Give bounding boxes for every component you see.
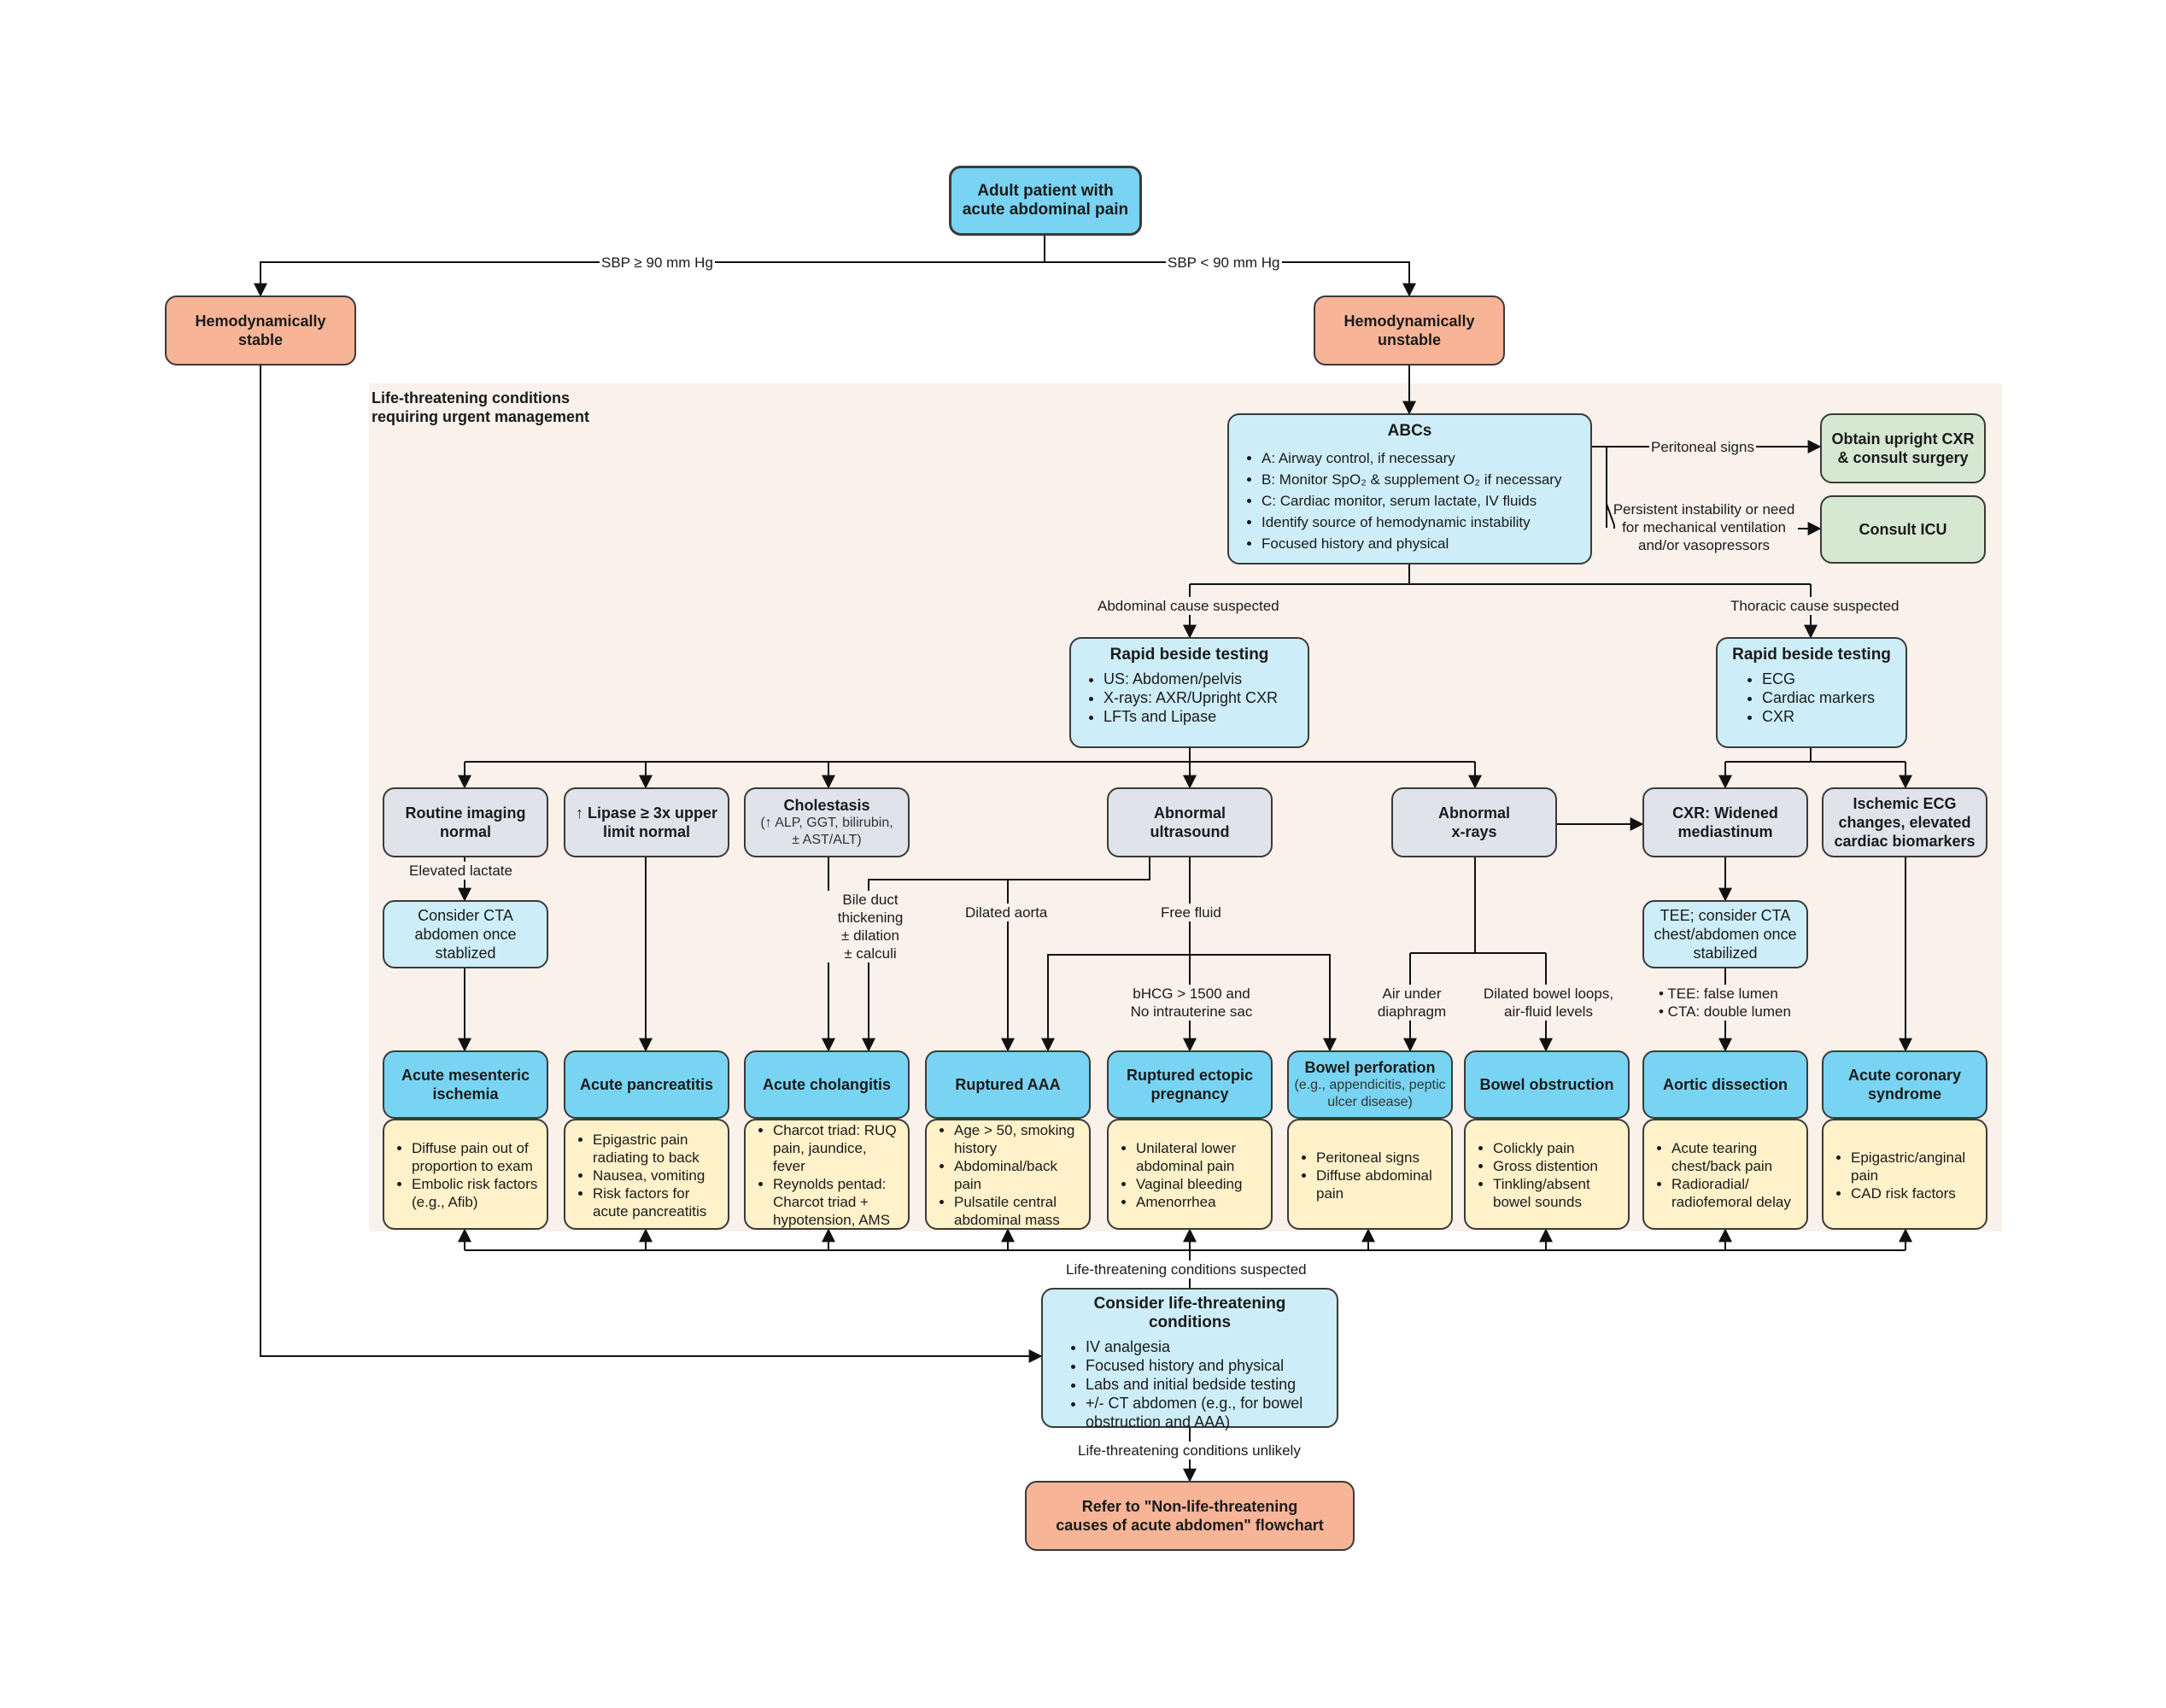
condition-acute-cholangitis: Acute cholangitis [744,1050,910,1119]
consider-life-threatening-node: Consider life-threatening conditions IV … [1041,1288,1338,1431]
detail-item: Vaginal bleeding [1136,1175,1262,1193]
abcs-item: A: Airway control, if necessary [1262,447,1561,469]
details-bowel-obstruction: Colickly pain Gross distention Tinkling/… [1464,1119,1630,1230]
condition-ruptured-aaa: Ruptured AAA [925,1050,1091,1119]
start-node: Adult patient with acute abdominal pain [949,166,1142,236]
detail-item: Embolic risk factors (e.g., Afib) [412,1175,538,1211]
consider-cta-node: Consider CTA abdomen once stablized [383,900,548,968]
detail-item: Pulsatile central abdominal mass [954,1193,1080,1229]
abcs-node: ABCs A: Airway control, if necessary B: … [1227,413,1592,564]
details-aortic-dissection: Acute tearing chest/back pain Radioradia… [1642,1119,1808,1230]
edge-label-thoracic: Thoracic cause suspected [1729,597,1901,615]
edge-label-air-under-diaphragm: Air under diaphragm [1370,985,1454,1021]
condition-acute-coronary-syndrome: Acute coronary syndrome [1822,1050,1987,1119]
condition-aortic-dissection: Aortic dissection [1642,1050,1808,1119]
edge-label-abdominal: Abdominal cause suspected [1096,597,1281,615]
detail-item: Epigastric/anginal pain [1851,1149,1977,1184]
details-acute-mesenteric-ischemia: Diffuse pain out of proportion to exam E… [383,1119,548,1230]
condition-acute-pancreatitis: Acute pancreatitis [564,1050,729,1119]
details-ruptured-aaa: Age > 50, smoking history Abdominal/back… [925,1119,1091,1230]
detail-item: Gross distention [1493,1157,1619,1175]
edge-label-tee-cta: • TEE: false lumen • CTA: double lumen [1657,985,1793,1021]
edge-label-suspected: Life-threatening conditions suspected [1064,1261,1308,1278]
consider-item: Labs and initial bedside testing [1086,1375,1328,1394]
finding-abnormal-ultrasound: Abnormal ultrasound [1107,787,1273,857]
edge-label-free-fluid: Free fluid [1159,904,1223,921]
condition-acute-mesenteric-ischemia: Acute mesenteric ischemia [383,1050,548,1119]
detail-item: Epigastric pain radiating to back [593,1131,719,1167]
abcs-item: Identify source of hemodynamic instabili… [1262,512,1561,533]
details-bowel-perforation: Peritoneal signs Diffuse abdominal pain [1287,1119,1453,1230]
finding-cholestasis: Cholestasis (↑ ALP, GGT, bilirubin, ± AS… [744,787,910,857]
rbt-thor-item: Cardiac markers [1762,688,1875,707]
consider-item: Focused history and physical [1086,1356,1328,1375]
details-ruptured-ectopic-pregnancy: Unilateral lower abdominal pain Vaginal … [1107,1119,1273,1230]
consider-item: +/- CT abdomen (e.g., for bowel obstruct… [1086,1394,1328,1431]
finding-imaging-normal: Routine imaging normal [383,787,548,857]
edge-label-sbp-stable: SBP ≥ 90 mm Hg [600,254,715,272]
detail-item: Risk factors for acute pancreatitis [593,1184,719,1220]
condition-bowel-obstruction: Bowel obstruction [1464,1050,1630,1119]
region-title: Life-threatening conditions requiring ur… [372,389,590,425]
detail-item: Diffuse abdominal pain [1316,1167,1443,1202]
abcs-item: C: Cardiac monitor, serum lactate, IV fl… [1262,490,1561,512]
detail-item: CAD risk factors [1851,1184,1977,1202]
hemodynamically-unstable-node: Hemodynamically unstable [1314,295,1505,366]
abcs-list: A: Airway control, if necessary B: Monit… [1239,447,1561,554]
refer-non-life-threatening-node: Refer to "Non-life-threatening causes of… [1025,1481,1355,1551]
detail-item: Unilateral lower abdominal pain [1136,1139,1262,1175]
detail-item: Abdominal/back pain [954,1157,1080,1193]
rbt-thor-item: ECG [1762,670,1875,688]
abcs-title: ABCs [1387,422,1432,440]
details-acute-pancreatitis: Epigastric pain radiating to back Nausea… [564,1119,729,1230]
consult-icu-node: Consult ICU [1820,495,1986,564]
detail-item: Peritoneal signs [1316,1149,1443,1167]
abcs-item: B: Monitor SpO₂ & supplement O₂ if neces… [1262,469,1561,490]
detail-item: Nausea, vomiting [593,1167,719,1184]
detail-item: Diffuse pain out of proportion to exam [412,1139,538,1175]
edge-label-dilated-bowel: Dilated bowel loops, air-fluid levels [1476,985,1621,1021]
rbt-thor-item: CXR [1762,707,1875,726]
edge-label-dilated-aorta: Dilated aorta [963,904,1050,921]
rapid-bedside-testing-abdominal: Rapid beside testing US: Abdomen/pelvis … [1069,637,1309,748]
detail-item: Tinkling/absent bowel sounds [1493,1175,1619,1211]
detail-item: Age > 50, smoking history [954,1121,1080,1157]
detail-item: Acute tearing chest/back pain [1671,1139,1798,1175]
details-acute-cholangitis: Charcot triad: RUQ pain, jaundice, fever… [744,1119,910,1230]
finding-cxr-widened: CXR: Widened mediastinum [1642,787,1808,857]
rapid-bedside-testing-thoracic: Rapid beside testing ECG Cardiac markers… [1716,637,1907,748]
detail-item: Amenorrhea [1136,1193,1262,1211]
edge-label-unlikely: Life-threatening conditions unlikely [1076,1442,1303,1459]
finding-abnormal-xrays: Abnormal x-rays [1391,787,1557,857]
detail-item: Charcot triad: RUQ pain, jaundice, fever [773,1121,899,1175]
finding-ischemic-ecg: Ischemic ECG changes, elevated cardiac b… [1822,787,1987,857]
abcs-item: Focused history and physical [1262,533,1561,554]
edge-label-bhcg: bHCG > 1500 and No intrauterine sac [1123,985,1260,1021]
rbt-abd-item: US: Abdomen/pelvis [1103,670,1278,688]
rbt-abd-item: LFTs and Lipase [1103,707,1278,726]
edge-label-sbp-unstable: SBP < 90 mm Hg [1166,254,1282,272]
condition-ruptured-ectopic-pregnancy: Ruptured ectopic pregnancy [1107,1050,1273,1119]
detail-item: Reynolds pentad: Charcot triad + hypoten… [773,1175,899,1229]
hemodynamically-stable-node: Hemodynamically stable [165,295,356,366]
finding-lipase: ↑ Lipase ≥ 3x upper limit normal [564,787,729,857]
tee-node: TEE; consider CTA chest/abdomen once sta… [1642,900,1808,968]
consider-item: IV analgesia [1086,1337,1328,1356]
cxr-surgery-node: Obtain upright CXR & consult surgery [1820,413,1986,483]
edge-label-peritoneal: Peritoneal signs [1649,438,1756,456]
edge-label-elevated-lactate: Elevated lactate [407,862,514,880]
details-acute-coronary-syndrome: Epigastric/anginal pain CAD risk factors [1822,1119,1987,1230]
detail-item: Radioradial/ radiofemoral delay [1671,1175,1798,1211]
edge-label-instability: Persistent instability or need for mecha… [1613,501,1795,553]
detail-item: Colickly pain [1493,1139,1619,1157]
rbt-abd-item: X-rays: AXR/Upright CXR [1103,688,1278,707]
condition-bowel-perforation: Bowel perforation (e.g., appendicitis, p… [1287,1050,1453,1119]
edge-label-bile-duct: Bile duct thickening ± dilation ± calcul… [825,891,916,962]
